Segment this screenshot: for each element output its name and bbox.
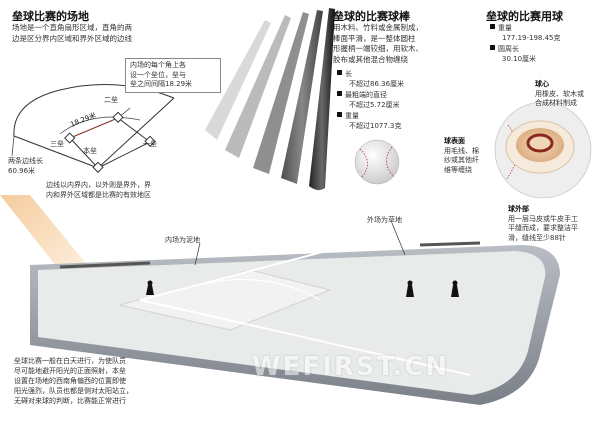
spec-value: 不超过86.36厘米	[349, 79, 405, 88]
stadium-note-line: 设置在场地的西南角偏西的位置即使	[14, 377, 126, 385]
cover-label: 球外部	[508, 205, 529, 213]
bat-spec-item: 重量	[337, 112, 447, 122]
bat-desc-line: 用木料、竹料或金属制成，	[333, 23, 423, 32]
stadium-note: 垒球比赛一般在白天进行，为使队员 尽可能地避开阳光的正面照射，本垒 设置在场地的…	[14, 356, 234, 406]
field-title: 垒球比赛的场地	[12, 10, 89, 23]
bat-description: 用木料、竹料或金属制成， 棒面平滑，是一整体圆柱 形握柄一端较细，用软木、 胶布…	[333, 23, 461, 65]
foul-line-text: 60.96米	[8, 166, 36, 175]
foul-line-left	[13, 135, 99, 169]
core-text: 用橡皮、软木或	[535, 89, 584, 98]
cover-text: 用一层马皮或牛皮手工	[508, 214, 578, 223]
third-base-label: 三垒	[50, 140, 64, 148]
foul-line	[139, 299, 471, 376]
spec-value: 不超过5.72厘米	[349, 100, 400, 109]
bat-ghost	[281, 10, 323, 184]
bats-illustration	[205, 8, 335, 191]
infield-label: 内场为泥地	[165, 236, 200, 244]
field-desc-line: 场地是一个直角扇形区域，直角的两	[12, 23, 132, 32]
ball-spec-item: 圆周长	[490, 45, 595, 55]
spec-label: 最粗端的直径	[345, 91, 387, 99]
surface-text: 用毛线、棉	[444, 146, 479, 155]
stadium-illustration	[0, 195, 560, 405]
bat-ghost	[205, 20, 271, 140]
bat-specs: 长 不超过86.36厘米 最粗端的直径 不超过5.72厘米 重量 不超过1077…	[337, 70, 447, 131]
player-figures	[146, 280, 459, 297]
bat-main	[309, 8, 335, 191]
ball-specs: 重量 177.19-198.45克 圆周长 30.10厘米	[490, 24, 595, 64]
playing-field	[38, 251, 546, 395]
bat-spec-item: 长	[337, 70, 447, 80]
bat-desc-line: 形握柄一端较细，用软木、	[333, 44, 423, 53]
bat-title: 垒球的比赛球棒	[333, 10, 410, 23]
third-base-marker	[64, 132, 76, 144]
foul-line-right	[97, 97, 175, 169]
second-base-marker	[112, 111, 124, 123]
first-base-marker	[144, 135, 156, 147]
ball-cover-note: 球外部 用一层马皮或牛皮手工 平缝而成，要求整洁平 滑，缝线至少88针	[508, 205, 578, 243]
stadium-note-line: 垒球比赛一般在白天进行，为使队员	[14, 357, 126, 365]
stadium-note-line: 尽可能地避开阳光的正面照射，本垒	[14, 367, 126, 375]
cover-text: 滑，缝线至少88针	[508, 233, 566, 242]
home-plate-marker	[92, 161, 104, 173]
spec-value: 177.19-198.45克	[502, 33, 561, 42]
ball-surface-note: 球表面 用毛线、棉 纱或其他纤 维等缠绕	[444, 137, 479, 175]
bat-desc-line: 胶布或其他混合物缠绕	[333, 54, 408, 64]
infield-arc	[59, 116, 141, 135]
core-label: 球心	[535, 80, 549, 88]
bat-desc-line: 棒面平滑，是一整体圆柱	[333, 33, 416, 43]
stadium-note-line: 阳光强烈，队员也都是侧对太阳站立，	[14, 387, 133, 395]
foul-line-text: 两条边线长	[8, 157, 43, 165]
foul-line	[139, 249, 331, 301]
home-base-label: 本垒	[83, 147, 97, 155]
outfield-label: 外场为草地	[367, 216, 402, 224]
distance-line	[69, 117, 119, 139]
stadium-note-line: 无碍对来球的判断，比赛能正常进行	[14, 397, 126, 405]
spec-label: 重量	[345, 112, 359, 120]
surface-text: 纱或其他纤	[444, 156, 479, 164]
bases-callout: 内场的每个角上各 设一个垒位，垒与 垒之间间隔18.29米	[125, 58, 221, 93]
foul-line-leader	[11, 135, 15, 157]
callout-line: 内场的每个角上各	[130, 61, 186, 69]
field-diagram	[11, 84, 175, 173]
softball-cutaway	[494, 101, 592, 199]
spec-value: 30.10厘米	[502, 54, 537, 63]
ball-spec-item: 重量	[490, 24, 595, 34]
ball-core-note: 球心 用橡皮、软木或 合成材料制成	[535, 80, 584, 109]
boundary-note-line: 边线以内界内，以外则是界外，界	[46, 181, 151, 189]
second-base-label: 二垒	[104, 96, 118, 104]
surface-label: 球表面	[444, 137, 465, 145]
cover-text: 平缝而成，要求整洁平	[508, 224, 578, 232]
softball-small	[354, 139, 400, 185]
watermark: WEFIRST.CN	[252, 352, 450, 382]
spec-label: 长	[345, 70, 352, 78]
spec-label: 重量	[498, 24, 512, 32]
ball-title: 垒球的比赛用球	[486, 10, 563, 23]
callout-line: 设一个垒位，垒与	[130, 70, 186, 79]
field-desc-line: 边是区分界内区域和界外区域的边线	[12, 33, 132, 43]
fence	[59, 261, 151, 269]
bat-ghost	[225, 15, 291, 158]
spec-label: 圆周长	[498, 45, 519, 53]
infield-leader	[194, 242, 201, 266]
boundary-note-line: 内和界外区域都是比赛的有效地区	[46, 190, 151, 199]
first-base-label: 一垒	[143, 140, 157, 148]
spec-value: 不超过1077.3克	[349, 121, 402, 130]
callout-line: 垒之间间隔18.29米	[130, 80, 193, 88]
surface-text: 维等缠绕	[444, 165, 472, 174]
boundary-note: 边线以内界内，以外则是界外，界 内和界外区域都是比赛的有效地区	[46, 181, 216, 200]
outfield-leader	[391, 222, 406, 256]
foul-line-label: 两条边线长 60.96米	[8, 157, 43, 176]
core-text: 合成材料制成	[535, 99, 577, 107]
bat-spec-item: 最粗端的直径	[337, 91, 447, 101]
field-description: 场地是一个直角扇形区域，直角的两 边是区分界内区域和界外区域的边线	[12, 23, 182, 44]
bat-ghost	[253, 12, 309, 174]
